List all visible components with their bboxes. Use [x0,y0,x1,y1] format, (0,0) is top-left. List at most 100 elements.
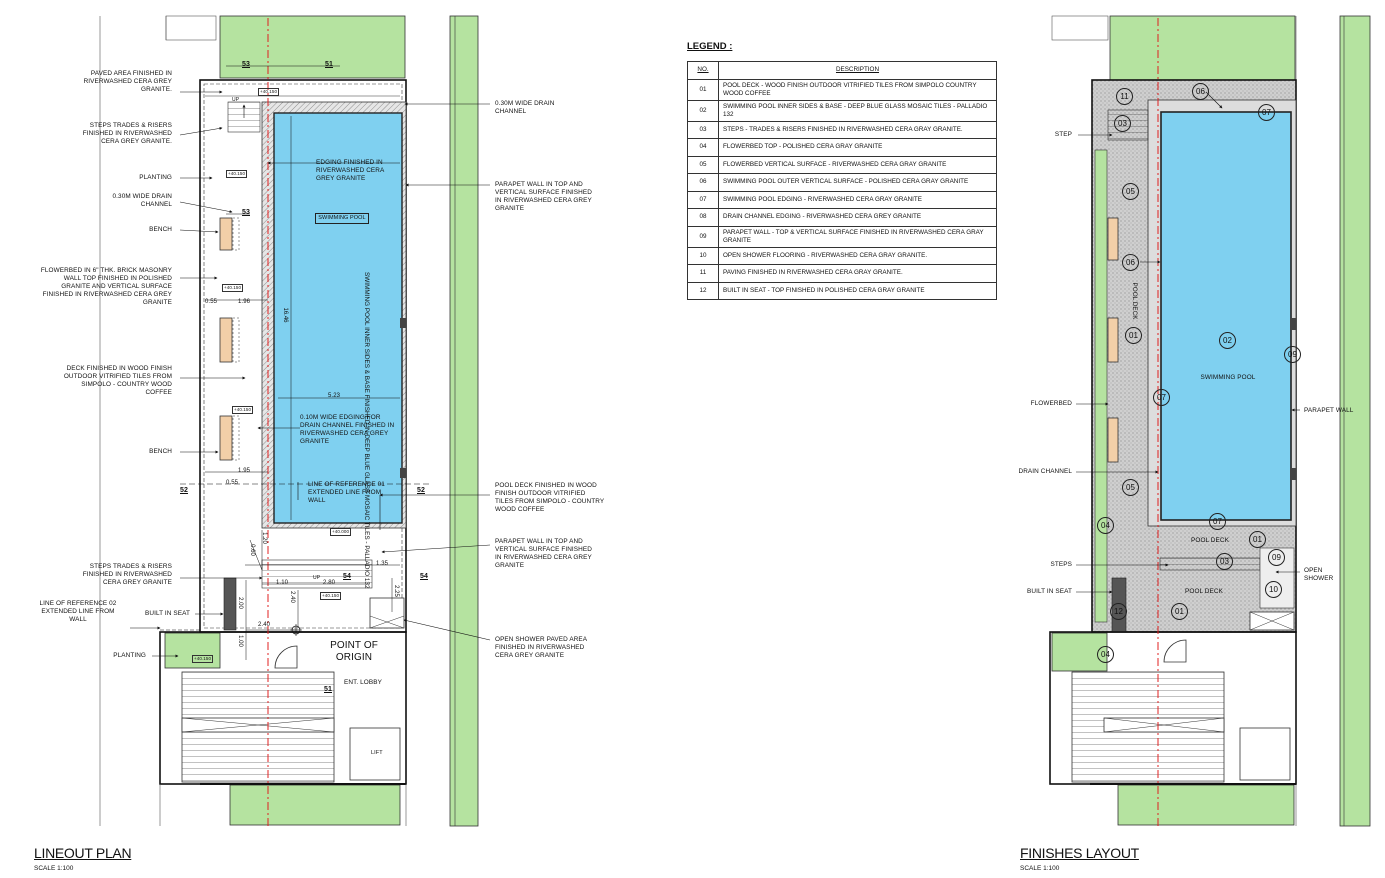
finishes-label-drain: DRAIN CHANNEL [1018,468,1072,475]
section-53-b: 53 [242,209,250,216]
bench-1 [219,217,233,251]
dim-2-40: 2.40 [289,591,295,603]
lineout-plan-title: LINEOUT PLAN [34,845,132,861]
legend-row-desc: SWIMMING POOL INNER SIDES & BASE - DEEP … [718,99,997,122]
legend-row-no: 05 [687,155,719,174]
finish-tag-05-b: 05 [1122,479,1139,496]
section-52-b: 52 [417,487,425,494]
finish-tag-07-a: 07 [1258,104,1275,121]
dim-1-10: 1.10 [276,580,289,586]
label-steps-top: STEPS TRADES & RISERS FINISHED IN RIVERW… [82,122,172,145]
finish-tag-01-b: 01 [1249,531,1266,548]
legend-row-no: 06 [687,173,719,192]
legend-row-no: 03 [687,120,719,139]
dim-2-40-b: 2.40 [258,622,271,628]
dim-1-35: 1.35 [376,561,389,567]
legend-row-no: 12 [687,281,719,300]
finishes-label-built-in-seat: BUILT IN SEAT [1027,588,1072,595]
legend-row-no: 11 [687,264,719,283]
label-parapet-1: PARAPET WALL IN TOP AND VERTICAL SURFACE… [495,181,592,212]
legend-header-no: NO. [687,61,719,80]
section-51-a: 51 [325,61,333,68]
label-built-in-seat: BUILT IN SEAT [145,610,190,617]
planting-strip-top [219,15,406,79]
label-bench-2: BENCH [149,448,172,455]
dim-0-55-a: 0.55 [205,299,218,305]
label-planting: PLANTING [139,174,172,181]
legend-row-desc: DRAIN CHANNEL EDGING - RIVERWASHED CERA … [718,208,997,227]
finish-tag-04-b: 04 [1097,646,1114,663]
legend-row-desc: FLOWERBED TOP - POLISHED CERA GRAY GRANI… [718,138,997,157]
legend-row-no: 02 [687,99,719,122]
level-tag-5: +40.000 [330,528,352,536]
legend-row-no: 09 [687,225,719,248]
legend-row-desc: SWIMMING POOL EDGING - RIVERWASHED CERA … [718,190,997,209]
finish-tag-03-b: 03 [1216,553,1233,570]
finishes-pool [1160,111,1292,521]
legend-row-no: 07 [687,190,719,209]
finish-tag-06-b: 06 [1122,254,1139,271]
lineout-plan-scale: SCALE 1:100 [34,865,74,872]
label-reference-02: LINE OF REFERENCE 02 EXTENDED LINE FROM … [39,600,117,623]
dim-0-55-b: 0.55 [226,480,239,486]
section-54-a: 54 [343,573,351,580]
finish-tag-09-a: 09 [1284,346,1301,363]
finish-tag-01-c: 01 [1171,603,1188,620]
finishes-label-step: STEP [1054,131,1072,138]
dim-1-20: 1.20 [261,532,267,544]
bench-2 [219,317,233,363]
finishes-layout-drawing [1049,15,1371,827]
label-ent-lobby: ENT. LOBBY [344,679,382,686]
label-shower: OPEN SHOWER PAVED AREA FINISHED IN RIVER… [495,636,587,659]
label-point-of-origin: POINT OF ORIGIN [330,640,378,663]
finish-tag-10: 10 [1265,581,1282,598]
label-drain-right: 0.30M WIDE DRAIN CHANNEL [495,100,555,115]
legend-row-no: 10 [687,246,719,265]
level-tag-1: +40.150 [258,88,280,96]
finish-tag-01-a: 01 [1125,327,1142,344]
finishes-label-pool: SWIMMING POOL [1200,374,1256,381]
finish-tag-09-b: 09 [1268,549,1285,566]
legend-row-desc: PAVING FINISHED IN RIVERWASHED CERA GRAY… [718,264,997,283]
label-pool-deck: POOL DECK FINISHED IN WOOD FINISH OUTDOO… [495,482,605,513]
legend-row-desc: PARAPET WALL - TOP & VERTICAL SURFACE FI… [718,225,997,248]
label-pool-desc: SWIMMING POOL INNER SIDES & BASE FINISHE… [362,272,370,589]
bench-3 [219,415,233,461]
finishes-label-pool-deck-1: POOL DECK [1191,537,1229,544]
label-drain-left: 0.30M WIDE DRAIN CHANNEL [112,193,172,208]
dim-2-00: 2.00 [237,597,243,609]
dim-1-95: 1.95 [238,468,251,474]
finishes-label-pool-deck-2: POOL DECK [1185,588,1223,595]
section-53-a: 53 [242,61,250,68]
finish-tag-02: 02 [1219,332,1236,349]
legend-title: LEGEND : [687,41,733,52]
finishes-label-flowerbed: FLOWERBED [1030,400,1072,407]
label-steps-bottom: STEPS TRADES & RISERS FINISHED IN RIVERW… [82,563,172,586]
level-tag-6: +40.150 [320,592,342,600]
label-reference-01: LINE OF REFERENCE 01 EXTENDED LINE FROM … [308,481,385,504]
label-bench-1: BENCH [149,226,172,233]
label-edging-drain: 0.10M WIDE EDGING FOR DRAIN CHANNEL FINI… [300,414,395,445]
legend-row-desc: STEPS - TRADES & RISERS FINISHED IN RIVE… [718,120,997,139]
label-pool-tag: SWIMMING POOL [315,213,369,224]
finishes-label-open-shower: OPEN SHOWER [1304,567,1334,582]
dim-1-00: 1.00 [237,635,243,647]
label-up-bottom: UP [313,575,321,581]
dim-16-46: 16.46 [282,307,288,323]
legend-row-desc: BUILT IN SEAT - TOP FINISHED IN POLISHED… [718,281,997,300]
legend-row-no: 01 [687,78,719,101]
legend-header-desc: DESCRIPTION [718,61,997,80]
legend-row-desc: SWIMMING POOL OUTER VERTICAL SURFACE - P… [718,173,997,192]
finish-tag-12: 12 [1110,603,1127,620]
